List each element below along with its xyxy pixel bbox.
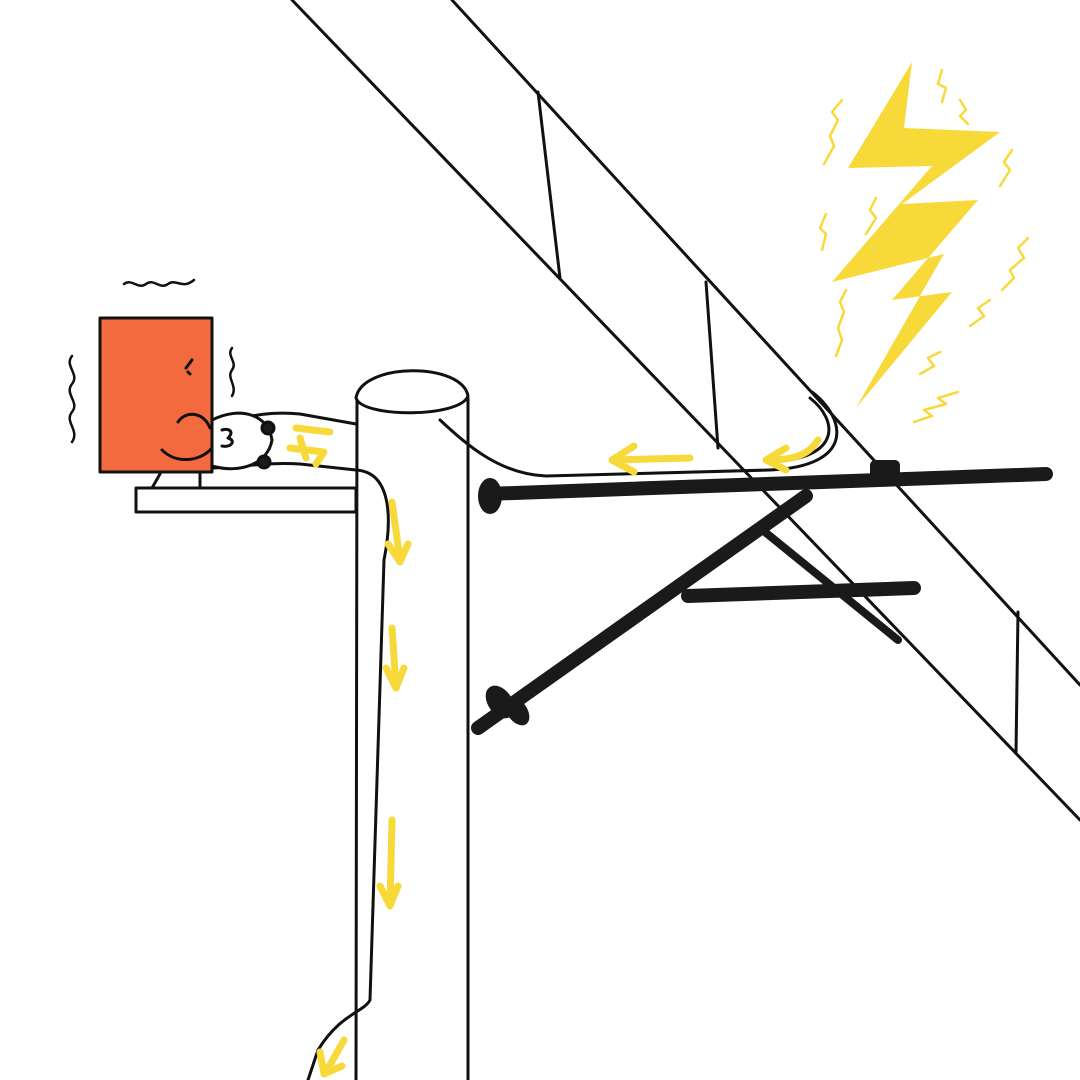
crossarm-bolts — [478, 460, 900, 726]
lightning-bolt-icon — [832, 62, 1000, 408]
current-arrow-icon — [316, 1036, 348, 1078]
crossarm — [471, 467, 1053, 735]
current-arrow-icon — [384, 498, 412, 566]
current-arrow-icon — [382, 624, 408, 692]
current-arrow-icon — [376, 816, 402, 910]
device-box — [98, 316, 214, 474]
diagonal-beam — [290, 0, 1080, 822]
lightning-sparks — [818, 68, 1030, 424]
utility-pole — [354, 369, 470, 1080]
plug-connector — [210, 411, 276, 471]
shelf-platform — [134, 470, 358, 514]
current-arrows — [286, 424, 822, 1078]
current-arrow-icon — [762, 436, 822, 474]
current-arrow-icon — [608, 442, 694, 476]
shake-marks — [68, 278, 235, 444]
current-arrow-icon — [286, 424, 334, 468]
